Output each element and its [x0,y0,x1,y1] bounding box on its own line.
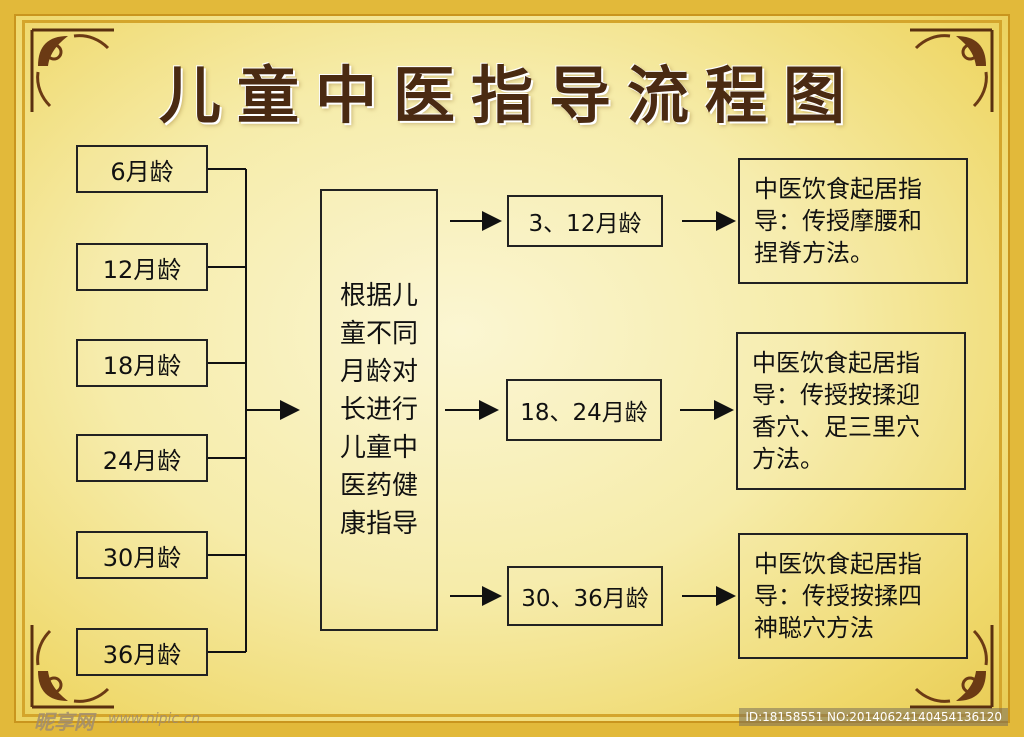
advice-2-line-3: 香穴、足三里穴 [752,411,920,443]
center-guidance-box: 根据儿童不同月龄对长进行儿童中医药健康指导 [320,189,438,631]
advice-3-line-3: 神聪穴方法 [754,612,922,644]
advice-1-line-3: 捏脊方法。 [754,237,922,269]
stage-box-18-24: 18、24月龄 [506,379,662,441]
age-box-24: 24月龄 [76,434,208,482]
watermark-url: www.nipic.cn [108,711,200,727]
watermark-brand: 昵享网 [34,706,94,735]
age-box-36: 36月龄 [76,628,208,676]
advice-3-line-1: 中医饮食起居指 [754,548,922,580]
advice-text-3: 中医饮食起居指 导：传授按揉四 神聪穴方法 [754,548,922,644]
advice-box-3: 中医饮食起居指 导：传授按揉四 神聪穴方法 [738,533,968,659]
advice-1-line-1: 中医饮食起居指 [754,173,922,205]
advice-1-line-2: 导：传授摩腰和 [754,205,922,237]
stage-box-3-12: 3、12月龄 [507,195,663,247]
age-box-18: 18月龄 [76,339,208,387]
center-guidance-text: 根据儿童不同月龄对长进行儿童中医药健康指导 [336,277,422,543]
advice-2-line-4: 方法。 [752,443,920,475]
age-box-6: 6月龄 [76,145,208,193]
advice-3-line-2: 导：传授按揉四 [754,580,922,612]
advice-2-line-2: 导：传授按揉迎 [752,379,920,411]
advice-2-line-1: 中医饮食起居指 [752,347,920,379]
age-box-12: 12月龄 [76,243,208,291]
age-box-30: 30月龄 [76,531,208,579]
advice-text-2: 中医饮食起居指 导：传授按揉迎 香穴、足三里穴 方法。 [752,347,920,475]
advice-box-2: 中医饮食起居指 导：传授按揉迎 香穴、足三里穴 方法。 [736,332,966,490]
advice-box-1: 中医饮食起居指 导：传授摩腰和 捏脊方法。 [738,158,968,284]
watermark-id: ID:18158551 NO:20140624140454136120 [739,708,1008,726]
advice-text-1: 中医饮食起居指 导：传授摩腰和 捏脊方法。 [754,173,922,269]
stage-box-30-36: 30、36月龄 [507,566,663,626]
